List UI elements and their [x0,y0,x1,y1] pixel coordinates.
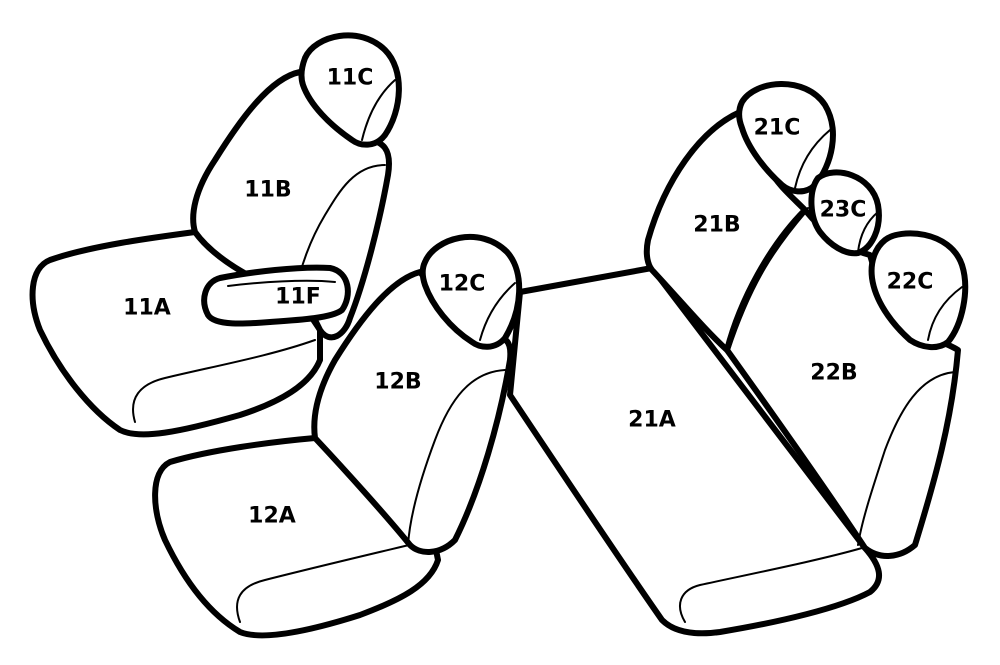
seat-21b-seam [726,207,809,351]
seat-22c-headrest[interactable] [868,230,969,350]
seat-12c-seam [479,282,516,341]
seat-11c-headrest[interactable] [298,32,402,148]
label-11c: 11C [327,66,374,91]
seat-11a-seam [132,339,316,423]
label-12c: 12C [439,272,486,297]
label-21c: 21C [754,116,801,141]
seat-23c-seam [857,211,879,253]
label-21a: 21A [628,408,676,433]
label-12a: 12A [248,504,296,529]
label-23c: 23C [820,198,867,223]
seat-12c-headrest[interactable] [419,234,523,350]
seat-21c-headrest[interactable] [736,81,836,195]
seat-11-group [29,32,402,438]
label-21b: 21B [693,213,740,238]
seat-21a-cushion[interactable] [507,265,882,637]
seat-22b-seam [857,371,956,546]
label-11a: 11A [123,296,171,321]
seat-12-group [152,234,523,639]
label-22b: 22B [810,361,857,386]
label-22c: 22C [887,270,934,295]
seat-12b-seam [407,369,506,546]
seat-11f-seam [227,279,336,287]
seat-rear-group [507,81,969,637]
seat-11c-seam [361,79,396,141]
seat-21a-seam [679,547,863,623]
seat-21c-seam [794,129,831,189]
label-12b: 12B [374,370,421,395]
label-11b: 11B [244,178,291,203]
seat-22c-seam [927,286,963,341]
seat-12a-seam [236,539,431,623]
label-11f: 11F [275,285,321,310]
seat-labels: 11C 11B 11A 11F 12C 12B 12A 21C 23C 21B … [123,66,933,529]
